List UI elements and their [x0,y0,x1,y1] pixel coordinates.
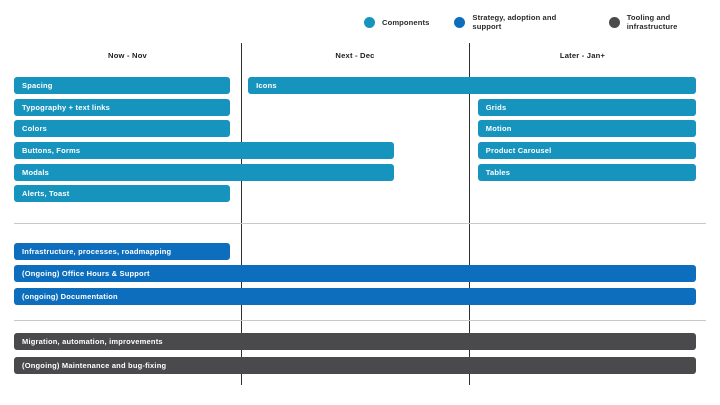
legend: Components Strategy, adoption and suppor… [364,13,720,31]
legend-label: Tooling and infrastructure [626,13,678,31]
column-header-next: Next - Dec [335,51,375,60]
roadmap-bar[interactable]: Spacing [14,77,230,94]
roadmap-bar[interactable]: Product Carousel [477,142,696,159]
column-divider-line [241,43,242,385]
column-divider-line [469,43,470,385]
roadmap-bar[interactable]: Modals [14,163,394,181]
tooling-color-dot-icon [608,16,620,28]
roadmap-bar[interactable]: Typography + text links [14,98,230,116]
roadmap-bar[interactable]: Colors [14,120,230,138]
section-divider-line [14,223,706,224]
roadmap-bar[interactable]: Motion [477,120,696,138]
roadmap-bar[interactable]: (ongoing) Documentation [14,287,696,305]
roadmap-bar[interactable]: Grids [477,98,696,116]
strategy-color-dot-icon [454,16,466,28]
roadmap-bar[interactable]: Buttons, Forms [14,142,394,159]
roadmap-bar[interactable]: Migration, automation, improvements [14,333,696,350]
legend-item-components[interactable]: Components [364,16,430,28]
legend-label: Strategy, adoption and support [472,13,557,31]
roadmap-bar[interactable]: Infrastructure, processes, roadmapping [14,243,230,260]
legend-item-strategy[interactable]: Strategy, adoption and support [454,13,583,31]
column-header-later: Later - Jan+ [559,51,606,60]
column-header-now: Now - Nov [108,51,147,60]
roadmap-bar[interactable]: Icons [248,77,696,94]
components-color-dot-icon [364,16,375,28]
section-divider-line [14,320,706,321]
roadmap-bar[interactable]: (Ongoing) Maintenance and bug-fixing [14,357,696,374]
roadmap-bar[interactable]: Tables [477,163,696,181]
legend-label: Components [382,17,430,27]
roadmap-bar[interactable]: (Ongoing) Office Hours & Support [14,265,696,282]
roadmap-bar[interactable]: Alerts, Toast [14,185,230,203]
legend-item-tooling[interactable]: Tooling and infrastructure [608,13,720,31]
